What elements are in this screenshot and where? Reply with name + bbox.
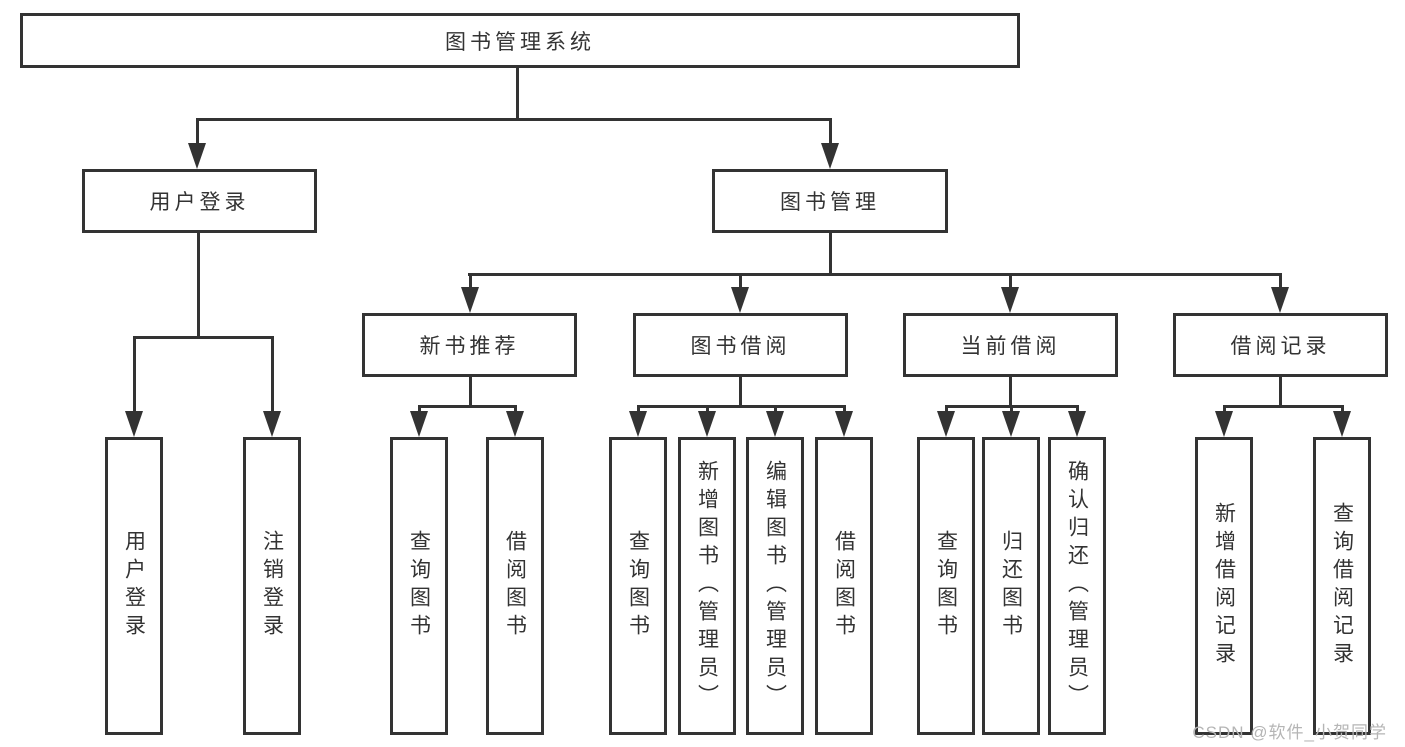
node-query-books: 查询图书 <box>609 437 667 735</box>
connector-hline <box>196 118 832 121</box>
arrow-down-icon <box>461 287 479 313</box>
node-query-borrow-record: 查询借阅记录 <box>1313 437 1371 735</box>
connector-vline <box>133 336 136 413</box>
connector-vline <box>1009 377 1012 408</box>
node-label: 查询图书 <box>407 530 431 642</box>
connector-vline <box>271 336 274 413</box>
connector-vline <box>469 377 472 408</box>
connector-vline <box>739 273 742 289</box>
node-edit-book-admin: 编辑图书（管理员） <box>746 437 804 735</box>
connector-vline <box>1076 405 1079 413</box>
connector-vline <box>739 377 742 408</box>
arrow-down-icon <box>263 411 281 437</box>
connector-vline <box>1341 405 1344 413</box>
connector-hline <box>1223 405 1344 408</box>
arrow-down-icon <box>731 287 749 313</box>
node-borrowing-records: 借阅记录 <box>1173 313 1388 377</box>
arrow-down-icon <box>506 411 524 437</box>
node-current-borrowing: 当前借阅 <box>903 313 1118 377</box>
connector-vline <box>1009 273 1012 289</box>
node-query-books: 查询图书 <box>390 437 448 735</box>
arrow-down-icon <box>1271 287 1289 313</box>
node-user-login: 用户登录 <box>82 169 317 233</box>
csdn-watermark: CSDN @软件_小贺同学 <box>1192 723 1387 742</box>
arrow-down-icon <box>125 411 143 437</box>
node-label: 借阅图书 <box>832 530 856 642</box>
connector-vline <box>469 273 472 289</box>
connector-vline <box>197 233 200 338</box>
arrow-down-icon <box>629 411 647 437</box>
node-label: 查询借阅记录 <box>1330 502 1354 670</box>
connector-hline <box>468 273 1282 276</box>
connector-vline <box>418 405 421 413</box>
node-label: 用户登录 <box>122 530 146 642</box>
connector-hline <box>133 336 274 339</box>
node-logout: 注销登录 <box>243 437 301 735</box>
node-label: 查询图书 <box>626 530 650 642</box>
arrow-down-icon <box>835 411 853 437</box>
arrow-down-icon <box>1002 411 1020 437</box>
connector-hline <box>637 405 845 408</box>
node-label: 新增借阅记录 <box>1212 502 1236 670</box>
arrow-down-icon <box>1068 411 1086 437</box>
connector-vline <box>637 405 640 413</box>
node-label: 编辑图书（管理员） <box>763 460 787 712</box>
connector-vline <box>945 405 948 413</box>
connector-hline <box>418 405 517 408</box>
arrow-down-icon <box>821 143 839 169</box>
node-label: 借阅图书 <box>503 530 527 642</box>
connector-vline <box>774 405 777 413</box>
node-library-system: 图书管理系统 <box>20 13 1020 68</box>
connector-vline <box>706 405 709 413</box>
node-user-login-leaf: 用户登录 <box>105 437 163 735</box>
connector-vline <box>1279 377 1282 408</box>
node-label: 新增图书（管理员） <box>695 460 719 712</box>
node-query-books: 查询图书 <box>917 437 975 735</box>
node-add-borrow-record: 新增借阅记录 <box>1195 437 1253 735</box>
arrow-down-icon <box>766 411 784 437</box>
connector-vline <box>196 118 199 145</box>
arrow-down-icon <box>1001 287 1019 313</box>
arrow-down-icon <box>1333 411 1351 437</box>
connector-vline <box>514 405 517 413</box>
node-book-borrowing: 图书借阅 <box>633 313 848 377</box>
node-label: 归还图书 <box>999 530 1023 642</box>
connector-vline <box>1279 273 1282 289</box>
arrow-down-icon <box>188 143 206 169</box>
connector-vline <box>829 233 832 276</box>
node-book-management: 图书管理 <box>712 169 948 233</box>
node-borrow-books: 借阅图书 <box>815 437 873 735</box>
node-return-books: 归还图书 <box>982 437 1040 735</box>
arrow-down-icon <box>698 411 716 437</box>
node-add-book-admin: 新增图书（管理员） <box>678 437 736 735</box>
connector-vline <box>516 68 519 118</box>
connector-vline <box>843 405 846 413</box>
node-label: 注销登录 <box>260 530 284 642</box>
node-label: 确认归还（管理员） <box>1065 460 1089 712</box>
node-confirm-return-admin: 确认归还（管理员） <box>1048 437 1106 735</box>
connector-vline <box>1223 405 1226 413</box>
arrow-down-icon <box>410 411 428 437</box>
connector-vline <box>1010 405 1013 413</box>
arrow-down-icon <box>937 411 955 437</box>
node-label: 查询图书 <box>934 530 958 642</box>
node-borrow-books: 借阅图书 <box>486 437 544 735</box>
arrow-down-icon <box>1215 411 1233 437</box>
node-new-book-recommend: 新书推荐 <box>362 313 577 377</box>
connector-vline <box>829 118 832 145</box>
